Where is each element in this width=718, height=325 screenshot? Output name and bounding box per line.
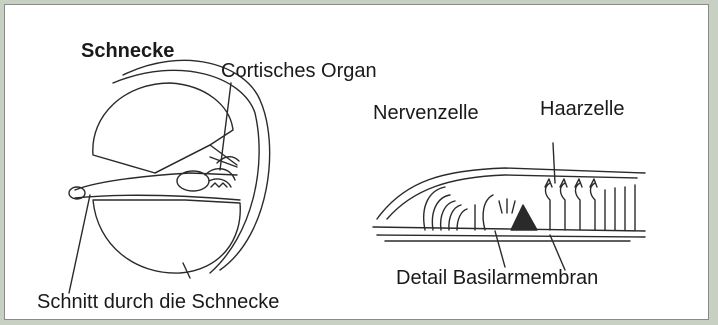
label-schnitt-durch-die-schnecke: Schnitt durch die Schnecke bbox=[37, 292, 279, 312]
cochlea-cross-section bbox=[69, 60, 270, 293]
basilar-membrane-detail bbox=[373, 143, 645, 270]
label-schnecke: Schnecke bbox=[81, 41, 174, 61]
label-haarzelle: Haarzelle bbox=[540, 99, 624, 119]
label-nervenzelle: Nervenzelle bbox=[373, 103, 479, 123]
label-cortisches-organ: Cortisches Organ bbox=[221, 61, 377, 81]
label-detail-basilarmembran: Detail Basilarmembran bbox=[396, 268, 598, 288]
diagram-panel: Schnecke Cortisches Organ Nervenzelle Ha… bbox=[4, 4, 709, 320]
